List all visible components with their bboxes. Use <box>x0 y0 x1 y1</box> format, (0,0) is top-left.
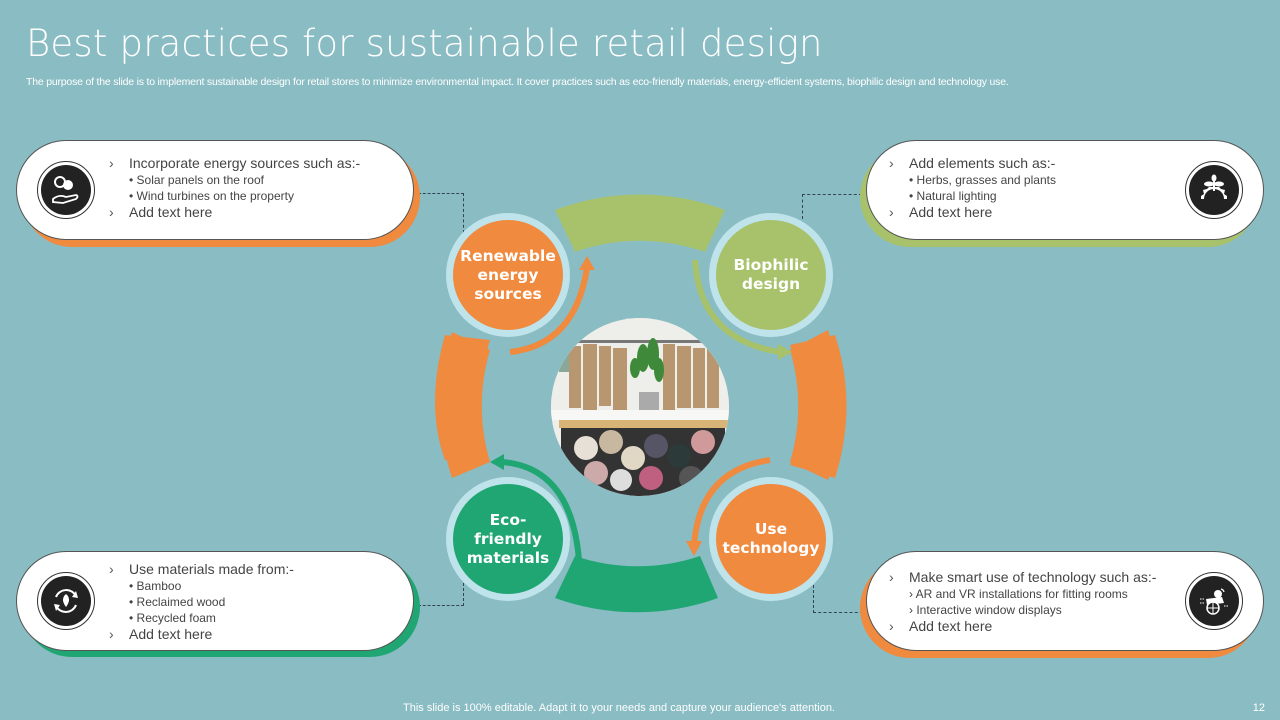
chevron-icon: › <box>109 561 114 577</box>
footer-note: This slide is 100% editable. Adapt it to… <box>403 702 835 714</box>
bullet-icon: • <box>129 189 134 203</box>
card-heading: Use materials made from:- <box>129 561 294 577</box>
chevron-icon: › <box>889 204 894 220</box>
card-bullet: Natural lighting <box>916 189 997 203</box>
node-label-line: energy <box>477 265 539 284</box>
arrow-biophilic <box>692 259 781 355</box>
chevron-icon: › <box>889 155 894 171</box>
card-bullet: Reclaimed wood <box>136 595 226 609</box>
bullet-icon: • <box>129 173 134 187</box>
connector-top-right <box>802 194 862 219</box>
arc-bottom-green <box>555 556 718 613</box>
node-label-line: friendly <box>474 529 542 548</box>
card-bullet: Wind turbines on the property <box>136 189 294 203</box>
card-bullet: AR and VR installations for fitting room… <box>915 587 1128 601</box>
bullet-icon: • <box>129 611 134 625</box>
card-footer-text: Add text here <box>129 626 213 642</box>
renewable-energy-hand-icon <box>37 161 95 219</box>
card-bullet: Recycled foam <box>136 611 216 625</box>
card-renewable-energy: ›Incorporate energy sources such as:- • … <box>16 140 420 247</box>
bullet-icon: • <box>909 189 914 203</box>
node-label-line: Use <box>754 520 788 538</box>
chevron-icon: › <box>109 626 114 642</box>
node-biophilic-design: Biophilic design <box>709 213 833 337</box>
recycle-leaf-icon <box>37 572 95 630</box>
chevron-icon: › <box>889 618 894 634</box>
chevron-icon: › <box>109 204 114 220</box>
connector-bottom-left <box>418 578 464 606</box>
chevron-small-icon: › <box>909 603 913 617</box>
arrow-renewable <box>509 267 590 355</box>
node-use-technology: Use technology <box>709 477 833 601</box>
card-heading: Add elements such as:- <box>909 155 1056 171</box>
connector-bottom-right <box>813 585 863 613</box>
chevron-small-icon: › <box>909 587 913 601</box>
connector-top-left <box>418 193 464 233</box>
node-label-line: Biophilic <box>733 256 809 274</box>
bullet-icon: • <box>129 595 134 609</box>
tech-globe-icon <box>1185 572 1243 630</box>
bullet-icon: • <box>909 173 914 187</box>
card-use-technology: ›Make smart use of technology such as:- … <box>860 551 1264 658</box>
chevron-icon: › <box>109 155 114 171</box>
card-footer-text: Add text here <box>129 204 213 220</box>
node-renewable-energy: Renewable energy sources <box>446 213 570 337</box>
card-bullet: Solar panels on the roof <box>136 173 264 187</box>
node-eco-friendly-materials: Eco- friendly materials <box>446 477 570 601</box>
plant-gear-icon <box>1185 161 1243 219</box>
page-number: 12 <box>1252 702 1265 714</box>
slide-title: Best practices for sustainable retail de… <box>26 22 823 65</box>
retail-store-photo <box>551 318 729 496</box>
card-heading: Make smart use of technology such as:- <box>909 569 1157 585</box>
arrow-technology <box>691 457 771 546</box>
node-label-line: technology <box>722 539 820 557</box>
card-heading: Incorporate energy sources such as:- <box>129 155 361 171</box>
arc-top-green <box>555 194 725 252</box>
card-bullet: Bamboo <box>136 579 182 593</box>
node-label-line: materials <box>466 548 550 567</box>
card-bullet: Interactive window displays <box>916 603 1062 617</box>
arrow-eco <box>501 459 583 586</box>
card-footer-text: Add text here <box>909 204 993 220</box>
node-label-line: sources <box>474 284 542 303</box>
node-label-line: Eco- <box>489 510 527 529</box>
node-label-line: Renewable <box>460 246 556 265</box>
card-footer-text: Add text here <box>909 618 993 634</box>
node-label-line: design <box>741 275 801 293</box>
card-biophilic-design: › Add elements such as:- • Herbs, grasses… <box>860 140 1264 247</box>
chevron-icon: › <box>889 569 894 585</box>
bullet-icon: • <box>129 579 134 593</box>
card-bullet: Herbs, grasses and plants <box>916 173 1056 187</box>
slide-subtitle: The purpose of the slide is to implement… <box>26 76 1009 88</box>
card-eco-friendly-materials: › Use materials made from:- • Bamboo • Re… <box>16 551 420 657</box>
